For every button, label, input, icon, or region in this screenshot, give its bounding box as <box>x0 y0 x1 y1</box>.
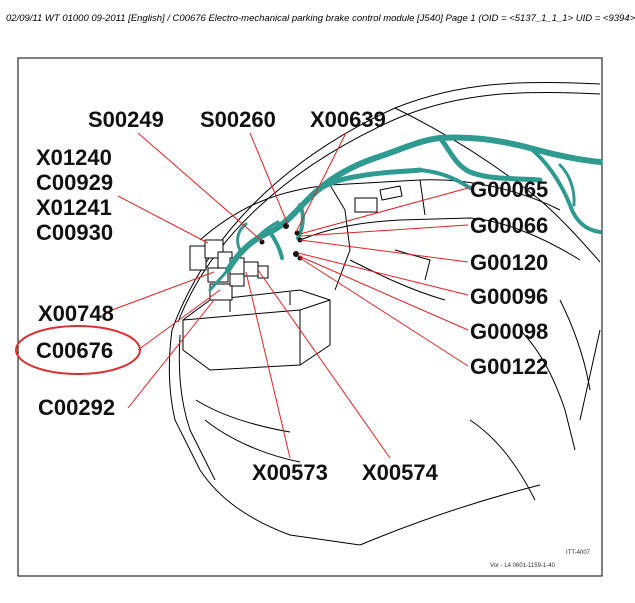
diagram-frame <box>17 57 603 577</box>
label-s00249: S00249 <box>88 107 164 132</box>
label-c00676: C00676 <box>36 338 113 363</box>
leader-lines <box>103 132 469 459</box>
label-g00120: G00120 <box>470 250 548 275</box>
document-header: 02/09/11 WT 01000 09-2011 [English] / C0… <box>6 13 635 24</box>
label-c00930: C00930 <box>36 220 113 245</box>
highlight-ellipse <box>15 325 141 375</box>
label-x00748: X00748 <box>38 301 114 326</box>
label-c00292: C00292 <box>38 395 115 420</box>
label-x00573: X00573 <box>252 460 328 485</box>
footer-ref-1: ITT-4007 <box>566 550 591 556</box>
label-x01240: X01240 <box>36 145 112 170</box>
label-x00639: X00639 <box>310 107 386 132</box>
label-g00098: G00098 <box>470 319 548 344</box>
label-s00260: S00260 <box>200 107 276 132</box>
vehicle-outline <box>168 81 601 546</box>
label-x00574: X00574 <box>362 460 439 485</box>
label-c00929: C00929 <box>36 170 113 195</box>
engine-bay-diagram: S00249 S00260 X00639 X01240 C00929 X0124… <box>15 57 603 577</box>
label-g00122: G00122 <box>470 354 548 379</box>
wiring-harness <box>208 134 603 292</box>
label-g00066: G00066 <box>470 213 548 238</box>
label-g00096: G00096 <box>470 284 548 309</box>
footer-ref-2: Vor - L4 0601-1159-1-40 <box>490 563 556 569</box>
label-x01241: X01241 <box>36 195 112 220</box>
label-g00065: G00065 <box>470 177 548 202</box>
